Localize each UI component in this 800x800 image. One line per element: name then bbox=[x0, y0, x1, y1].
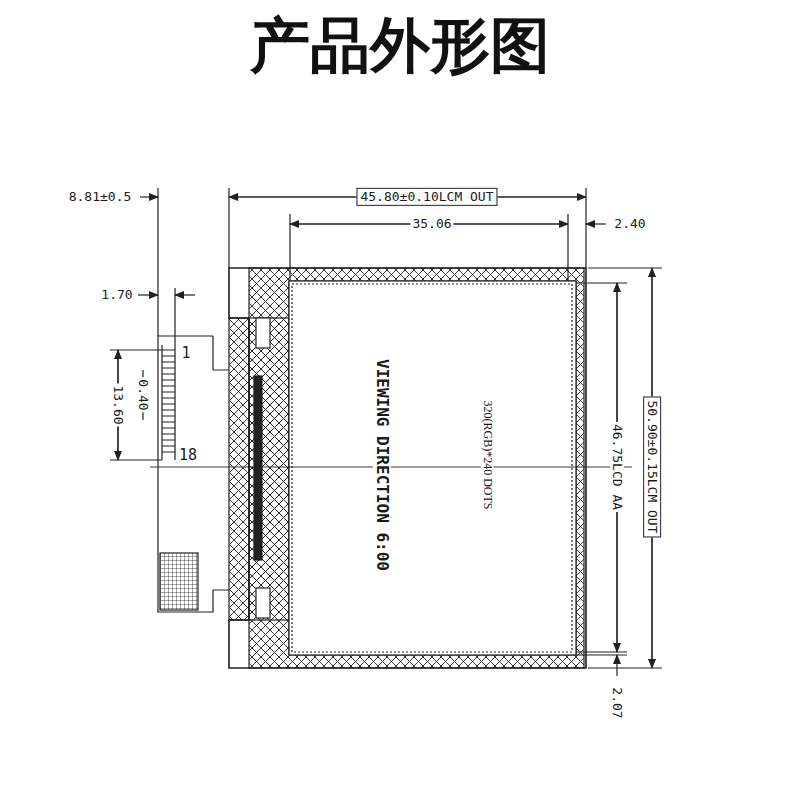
dimension-label: 50.90±0.15LCM OUT bbox=[643, 396, 661, 537]
viewing-note: VIEWING DIRECTION 6:00 bbox=[373, 357, 391, 573]
dimension-label: 0.40 bbox=[136, 377, 150, 412]
dimension-label: 2.40 bbox=[612, 217, 647, 231]
resolution-note: 320(RGB)*240 DOTS bbox=[480, 398, 493, 511]
page-title: 产品外形图 bbox=[0, 12, 800, 78]
dimension-label: 8.81±0.5 bbox=[67, 190, 134, 204]
pin-number: 18 bbox=[177, 447, 199, 464]
dimension-label: 1.70 bbox=[99, 288, 134, 302]
dimension-label: 35.06 bbox=[410, 217, 453, 231]
dimension-label: 13.60 bbox=[111, 383, 125, 426]
dimension-label: 46.75LCD AA bbox=[610, 422, 624, 512]
dimension-label: 2.07 bbox=[610, 685, 624, 720]
pin-number: 1 bbox=[179, 345, 192, 362]
dimension-label: 45.80±0.10LCM OUT bbox=[356, 188, 497, 206]
